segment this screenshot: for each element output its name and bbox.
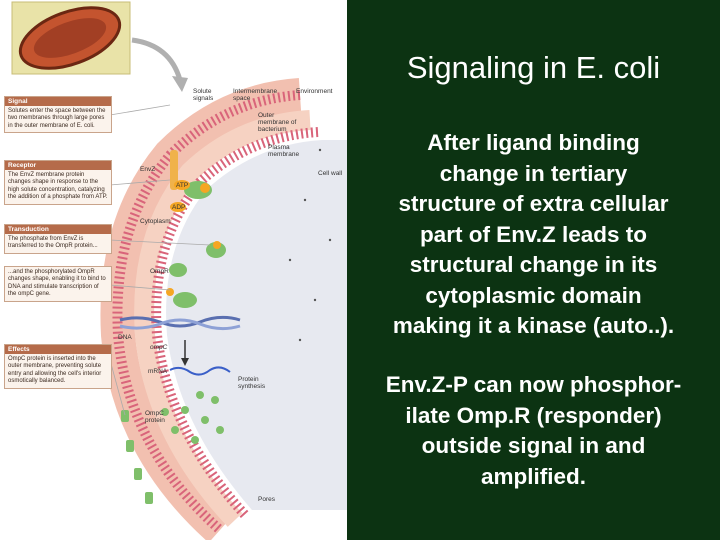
paragraph-line: ilate Omp.R (responder) <box>405 402 662 428</box>
step-text: The phosphate from EnvZ is transferred t… <box>8 236 98 250</box>
label-pores: Pores <box>258 496 275 503</box>
label-ompc-protein: OmpC protein <box>145 410 165 424</box>
step-text: OmpC protein is inserted into the outer … <box>8 356 102 385</box>
label-envz: EnvZ <box>140 166 156 173</box>
step-transduction: Transduction The phosphate from EnvZ is … <box>4 224 112 254</box>
paragraph-phosphorylation: Env.Z-P can now phosphor- ilate Omp.R (r… <box>350 370 717 492</box>
step-receptor: Receptor The EnvZ membrane protein chang… <box>4 160 112 205</box>
slide-title: Signaling in E. coli <box>406 50 661 85</box>
label-protein-synthesis: Protein synthesis <box>238 376 266 390</box>
label-adp: ADP <box>172 204 186 211</box>
plasma-membrane <box>151 127 319 519</box>
ompc-protein-dots <box>161 391 224 444</box>
envz-receptor <box>170 150 178 190</box>
paragraph-line: outside signal in and <box>421 433 646 458</box>
label-dna: DNA <box>118 334 132 341</box>
e-coli-signaling-figure: Signal Solutes enter the space between t… <box>0 0 347 540</box>
zoom-arrow <box>131 37 183 81</box>
paragraph-line: After ligand binding <box>427 130 640 155</box>
step-signal: Signal Solutes enter the space between t… <box>4 96 112 134</box>
label-environment: Environment <box>296 88 333 95</box>
label-solute-signals: Solute signals <box>193 88 214 102</box>
paragraph-ligand-binding: After ligand binding change in tertiary … <box>350 128 717 342</box>
cytoplasm-region <box>166 140 347 510</box>
label-cytoplasm: Cytoplasm <box>140 218 171 225</box>
label-ompr: OmpR <box>150 268 169 275</box>
paragraph-line: making it a kinase (auto..). <box>392 313 675 338</box>
step-ompr: ...and the phosphorylated OmpR changes s… <box>4 266 112 302</box>
ompr-protein <box>169 263 187 277</box>
intermembrane-space <box>134 110 311 527</box>
label-outer-membrane: Outer membrane of bacterium <box>258 112 297 133</box>
label-cell-wall: Cell wall <box>318 170 343 177</box>
paragraph-line: cytoplasmic domain <box>425 282 642 308</box>
text-panel <box>347 0 720 540</box>
label-plasma-membrane: Plasma membrane <box>268 144 300 158</box>
paragraph-line: amplified. <box>480 463 587 489</box>
atp-icon <box>174 180 190 190</box>
step-head: Effects <box>5 345 111 354</box>
paragraph-line: change in tertiary <box>439 160 628 186</box>
label-atp: ATP <box>176 182 189 189</box>
label-intermembrane-space: Intermembrane space <box>233 88 278 102</box>
label-mrna: mRNA <box>148 368 168 375</box>
paragraph-line: structural change in its <box>409 252 658 277</box>
step-effects: Effects OmpC protein is inserted into th… <box>4 344 112 389</box>
step-text: ...and the phosphorylated OmpR changes s… <box>8 269 106 298</box>
step-text: Solutes enter the space between the two … <box>8 108 106 129</box>
mrna-strand <box>169 366 231 376</box>
step-head: Receptor <box>5 161 111 170</box>
outer-membrane <box>112 90 301 534</box>
paragraph-line: part of Env.Z leads to <box>419 221 648 247</box>
figure-illustration <box>11 1 347 540</box>
step-text: The EnvZ membrane protein changes shape … <box>8 172 108 201</box>
step-head: Transduction <box>5 225 111 234</box>
step-head: Signal <box>5 97 111 106</box>
adp-icon <box>170 202 186 212</box>
dna-strand <box>119 315 241 328</box>
paragraph-line: structure of extra cellular <box>398 191 669 216</box>
ompc-pores <box>121 410 153 504</box>
paragraph-line: Env.Z-P can now phosphor- <box>385 372 682 397</box>
phosphate-icon <box>200 183 210 193</box>
label-ompc-gene: ompC <box>150 344 168 351</box>
